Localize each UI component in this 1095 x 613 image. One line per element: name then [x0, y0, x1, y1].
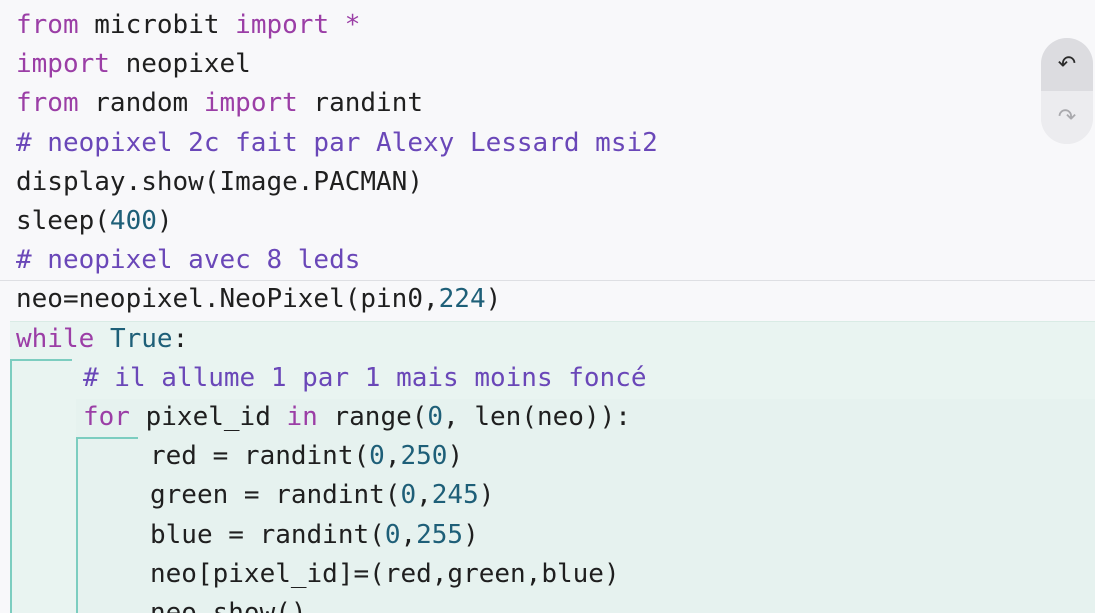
- for-block-highlight: [76, 399, 1095, 613]
- code-token: in: [286, 402, 318, 432]
- for-block-bracket: [76, 437, 138, 613]
- code-line[interactable]: import neopixel: [16, 45, 251, 84]
- code-line[interactable]: from microbit import *: [16, 6, 360, 45]
- code-token: , len(neo)):: [443, 402, 631, 432]
- code-line[interactable]: from random import randint: [16, 84, 423, 123]
- code-token: import: [16, 49, 110, 80]
- code-token: 0: [427, 402, 444, 432]
- code-token: neo=neopixel.NeoPixel(pin0,: [16, 284, 439, 315]
- line-separator: [0, 280, 1095, 281]
- code-token: [329, 10, 345, 40]
- code-token: 224: [438, 284, 486, 315]
- code-token: from: [16, 10, 79, 40]
- code-line[interactable]: red = randint(0,250): [150, 437, 463, 476]
- code-token: microbit: [78, 10, 236, 40]
- code-token: pixel_id: [129, 402, 287, 432]
- code-token: ): [156, 206, 173, 236]
- code-token: range(: [317, 402, 428, 432]
- code-token: 0: [400, 480, 417, 511]
- code-token: ): [463, 519, 479, 550]
- code-token: blue = randint(: [150, 519, 385, 550]
- code-line[interactable]: while True:: [16, 320, 188, 359]
- code-token: ,: [384, 441, 401, 472]
- redo-button[interactable]: ↷: [1041, 91, 1093, 144]
- code-line[interactable]: display.show(Image.PACMAN): [16, 163, 423, 202]
- code-token: 250: [400, 441, 448, 472]
- code-token: ): [478, 480, 495, 511]
- code-line[interactable]: for pixel_id in range(0, len(neo)):: [83, 398, 631, 437]
- code-line[interactable]: # il allume 1 par 1 mais moins foncé: [83, 359, 647, 398]
- code-token: display.show(Image.PACMAN): [16, 166, 423, 197]
- undo-icon: ↶: [1057, 52, 1077, 77]
- code-token: # il allume 1 par 1 mais moins foncé: [83, 362, 647, 393]
- code-token: red = randint(: [150, 441, 370, 472]
- code-token: sleep(: [16, 206, 110, 236]
- code-token: [94, 324, 110, 354]
- code-line[interactable]: # neopixel 2c fait par Alexy Lessard msi…: [16, 124, 658, 163]
- code-token: *: [344, 10, 361, 40]
- code-token: randint: [297, 88, 424, 119]
- code-token: ,: [416, 480, 432, 511]
- code-token: # neopixel avec 8 leds: [16, 245, 361, 276]
- code-token: random: [78, 88, 204, 119]
- code-token: 255: [416, 519, 464, 550]
- code-line[interactable]: neo=neopixel.NeoPixel(pin0,224): [16, 280, 501, 319]
- code-line[interactable]: green = randint(0,245): [150, 476, 494, 515]
- history-controls: ↶ ↷: [1041, 38, 1093, 144]
- code-token: 0: [384, 519, 401, 550]
- code-token: :: [172, 323, 189, 354]
- code-line[interactable]: sleep(400): [16, 202, 173, 241]
- code-token: for: [83, 402, 130, 432]
- code-token: neopixel: [109, 49, 251, 80]
- code-token: ): [485, 284, 502, 315]
- code-token: while: [16, 323, 95, 354]
- code-token: 0: [369, 441, 385, 472]
- code-line[interactable]: blue = randint(0,255): [150, 516, 479, 555]
- code-token: neo.show(): [150, 598, 307, 613]
- code-line[interactable]: neo[pixel_id]=(red,green,blue): [150, 555, 620, 594]
- code-token: import: [235, 10, 330, 40]
- code-token: neo[pixel_id]=(red,green,blue): [150, 558, 620, 589]
- code-line[interactable]: # neopixel avec 8 leds: [16, 241, 360, 280]
- code-token: 245: [431, 480, 479, 511]
- code-token: True: [109, 323, 173, 354]
- code-token: green = randint(: [150, 480, 401, 511]
- while-block-bracket: [10, 359, 72, 613]
- redo-icon: ↷: [1057, 105, 1077, 130]
- code-token: ,: [400, 519, 417, 550]
- code-token: ): [447, 441, 464, 472]
- code-token: import: [203, 88, 298, 119]
- code-token: 400: [109, 206, 157, 236]
- code-line[interactable]: neo.show(): [150, 594, 307, 613]
- code-token: # neopixel 2c fait par Alexy Lessard msi…: [16, 127, 658, 158]
- code-token: from: [16, 88, 79, 119]
- undo-button[interactable]: ↶: [1041, 38, 1093, 91]
